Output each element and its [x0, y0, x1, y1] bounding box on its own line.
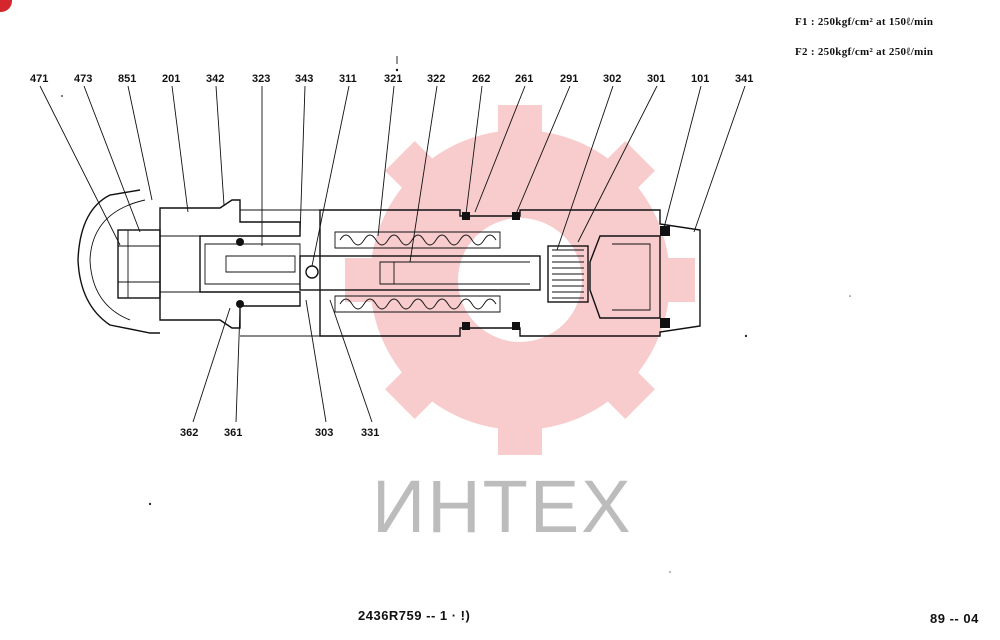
- o-ring-upper: [236, 238, 244, 246]
- part-label: 362: [180, 427, 198, 439]
- part-label: 361: [224, 427, 242, 439]
- labels-top: 471 473 851 201 342 323 343 311 321 322 …: [30, 73, 753, 85]
- part-label: 851: [118, 73, 136, 85]
- part-label: 261: [515, 73, 533, 85]
- part-label: 262: [472, 73, 490, 85]
- part-label: 343: [295, 73, 313, 85]
- hex-nut: [117, 229, 161, 299]
- poppet-ball: [305, 265, 319, 279]
- center-dot: [395, 68, 399, 72]
- part-label: 471: [30, 73, 48, 85]
- part-label: 473: [74, 73, 92, 85]
- part-label: 342: [206, 73, 224, 85]
- part-label: 301: [647, 73, 665, 85]
- cap-cover: [77, 189, 160, 334]
- cap-cover-inner: [89, 199, 146, 321]
- part-label: 323: [252, 73, 270, 85]
- part-label: 331: [361, 427, 379, 439]
- labels-bottom: 362 361 303 331: [180, 427, 379, 439]
- watermark-text: ИНТЕХ: [372, 465, 633, 548]
- main-spring-lower: [339, 298, 497, 310]
- leader-lines: [39, 85, 746, 423]
- part-label: 322: [427, 73, 445, 85]
- part-label: 341: [735, 73, 753, 85]
- part-label: 321: [384, 73, 402, 85]
- main-spring-upper: [339, 234, 497, 246]
- part-label: 303: [315, 427, 333, 439]
- drawing-number: 2436R759 -- 1 · !): [358, 608, 471, 623]
- valve-seat: [547, 245, 589, 303]
- spec-f1: F1 : 250kgf/cm² at 150ℓ/min: [795, 16, 934, 28]
- valve-assembly: [77, 189, 701, 337]
- piston: [299, 255, 541, 291]
- part-label: 201: [162, 73, 180, 85]
- part-label: 291: [560, 73, 578, 85]
- part-label: 302: [603, 73, 621, 85]
- o-ring-lower: [236, 300, 244, 308]
- part-label: 101: [691, 73, 709, 85]
- spec-f2: F2 : 250kgf/cm² at 250ℓ/min: [795, 46, 934, 58]
- page-number: 89 -- 04: [930, 611, 979, 626]
- part-label: 311: [339, 73, 357, 85]
- valve-housing: [319, 209, 701, 337]
- watermark-gear-icon: [345, 105, 695, 455]
